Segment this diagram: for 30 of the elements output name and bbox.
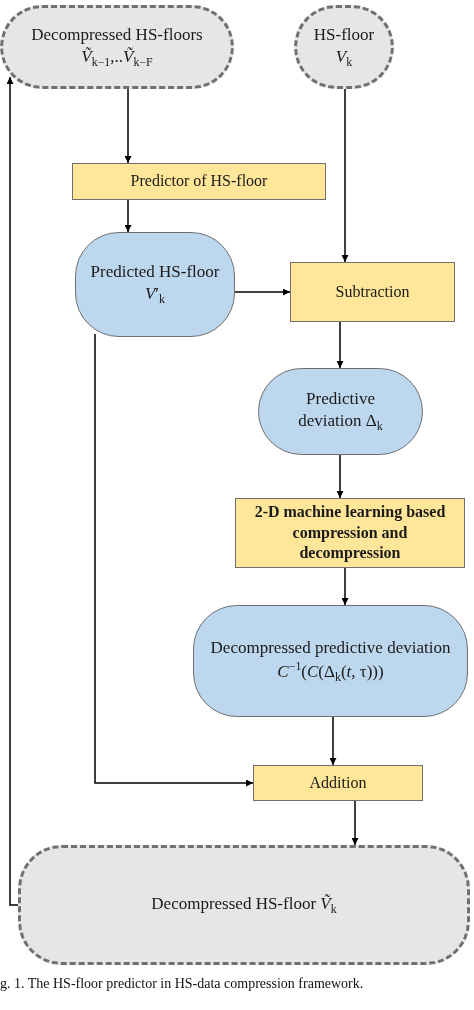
node-label: Subtraction: [335, 281, 410, 302]
process-box: [253, 765, 423, 801]
arrow: [94, 333, 254, 787]
node-label: 2-D machine learning based compression and decompression: [253, 501, 447, 564]
terminal-pill: [0, 5, 234, 89]
arrow: [341, 88, 349, 263]
figure-caption: g. 1. The HS-floor predictor in HS-data compression framework.: [0, 976, 365, 992]
arrow: [124, 199, 132, 233]
arrow: [351, 800, 359, 846]
process-box: [235, 498, 465, 568]
arrow: [336, 321, 344, 369]
node-label: Decompressed HS-floor Ṽ$_{k}$: [151, 892, 337, 918]
node-label: Predictive deviation Δ$_{k}$: [297, 388, 384, 435]
process-box: [72, 163, 326, 200]
node-label: Predictor of HS-floor: [130, 171, 268, 192]
terminal-pill: [18, 845, 470, 965]
data-pill: [193, 605, 468, 717]
node-label: Decompressed HS-floors Ṽ$_{k−1}$,..Ṽ$_{k−F}$: [30, 23, 204, 71]
node-label: Addition: [309, 772, 367, 793]
arrow: [341, 567, 349, 606]
node-label: Decompressed predictive deviation C$^{−1}$(C(Δ$_{k}$(t, τ))): [209, 636, 452, 686]
data-pill: [75, 232, 235, 337]
arrow: [6, 76, 19, 906]
process-box: [290, 262, 455, 322]
node-label: HS-floor V$_{k}$: [312, 23, 376, 71]
node-label: Predicted HS-floor V′$_{k}$: [90, 261, 220, 308]
arrow: [329, 716, 337, 766]
arrow: [336, 454, 344, 499]
arrow: [124, 88, 132, 164]
arrow: [234, 288, 291, 296]
